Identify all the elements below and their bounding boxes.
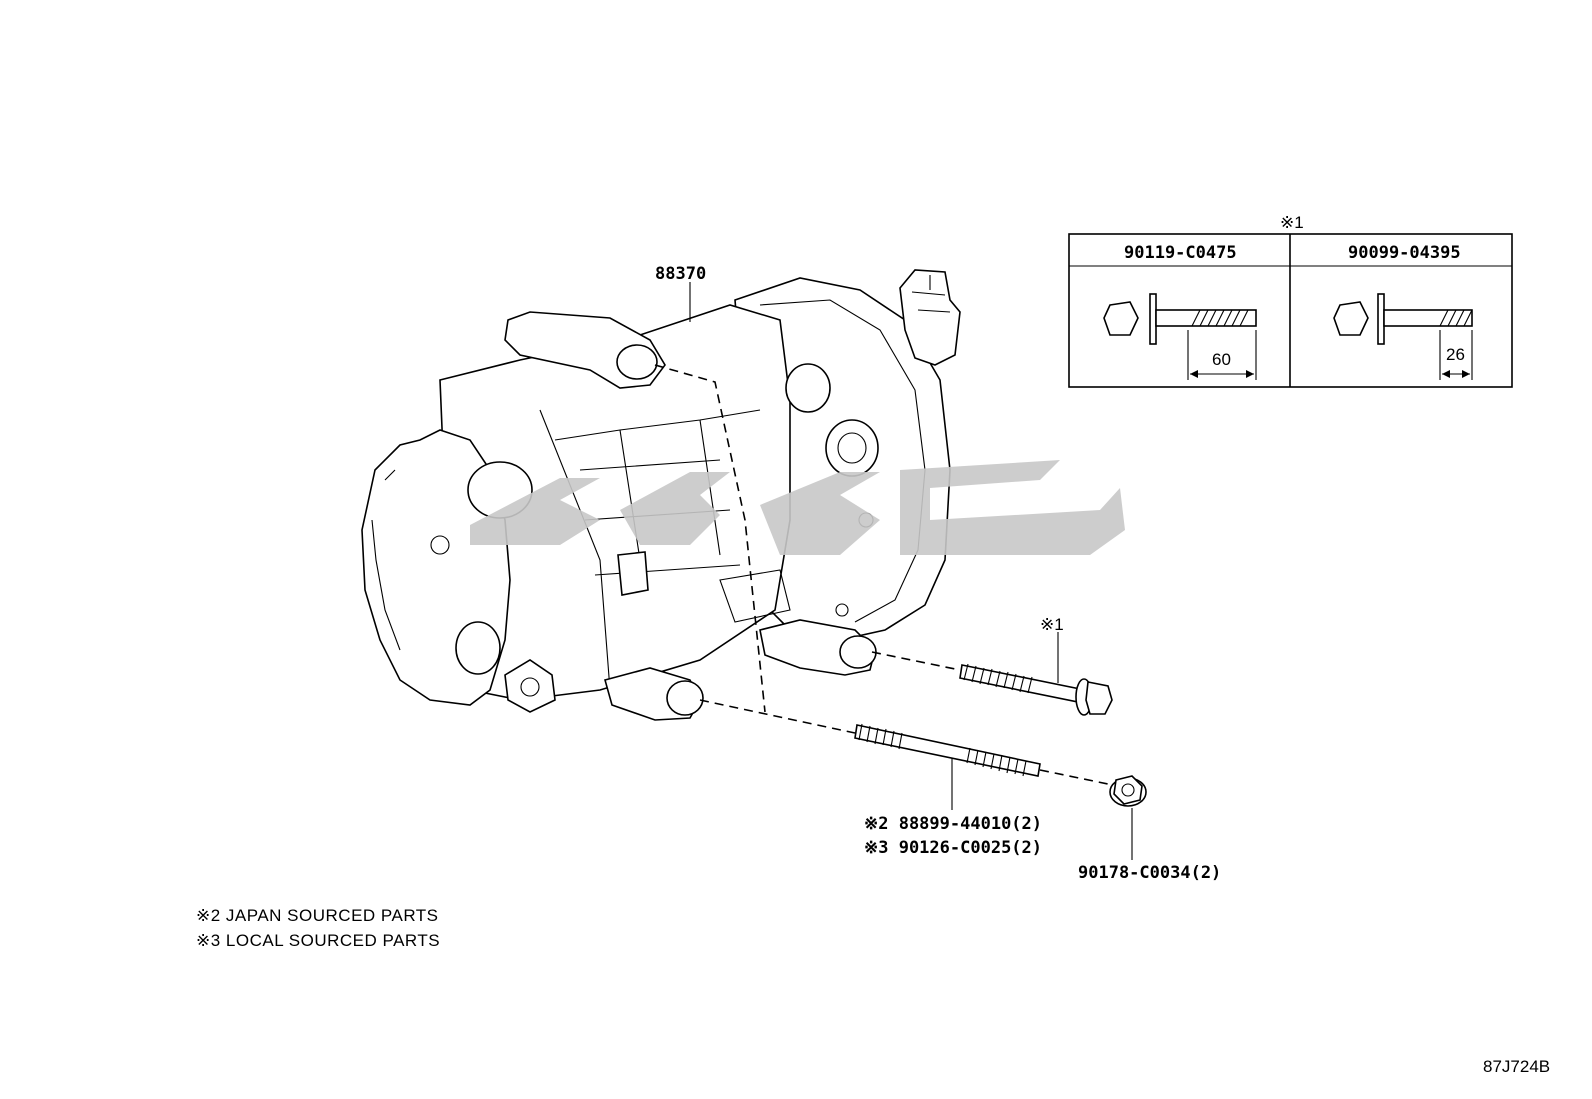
stud-bolt xyxy=(854,723,1041,777)
stud-callout-line-2: ※3 90126-C0025(2) xyxy=(864,838,1042,858)
table-bolt-2-drawing: 26 xyxy=(1333,293,1473,380)
watermark-logo xyxy=(470,460,1125,555)
diagram-code: 87J724B xyxy=(1483,1057,1550,1076)
table-col-2-part-number: 90099-04395 xyxy=(1348,243,1461,263)
nut-part-number: 90178-C0034(2) xyxy=(1078,863,1221,883)
flange-bolt xyxy=(959,663,1113,716)
note-japan-sourced: ※2 JAPAN SOURCED PARTS xyxy=(196,906,439,925)
table-reference-mark: ※1 xyxy=(1280,213,1304,232)
table-bolt-1-length: 60 xyxy=(1212,350,1231,369)
bolt-reference-mark: ※1 xyxy=(1040,615,1064,634)
flange-nut xyxy=(1109,775,1147,807)
assembly-centerlines xyxy=(654,364,1109,785)
stud-callout-line-1: ※2 88899-44010(2) xyxy=(864,814,1042,834)
note-local-sourced: ※3 LOCAL SOURCED PARTS xyxy=(196,931,440,950)
leader-lines xyxy=(689,282,1133,860)
table-bolt-1-drawing: 60 xyxy=(1103,293,1257,380)
main-part-number: 88370 xyxy=(655,264,706,284)
table-bolt-2-length: 26 xyxy=(1446,345,1465,364)
bolt-table: ※1 90119-C0475 90099-04395 60 xyxy=(1068,213,1513,388)
table-col-1-part-number: 90119-C0475 xyxy=(1124,243,1237,263)
